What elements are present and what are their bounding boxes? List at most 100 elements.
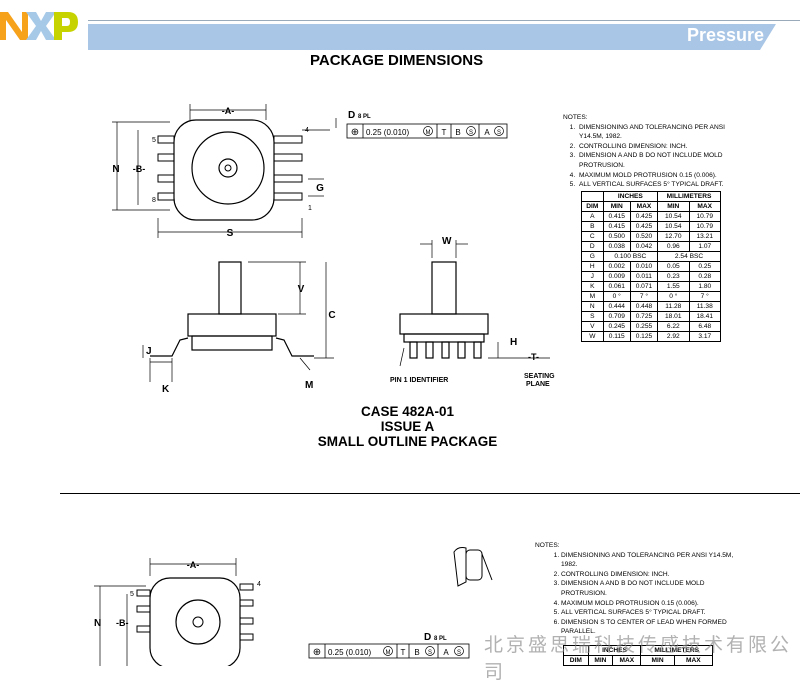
table-cell: J xyxy=(581,271,604,282)
table-cell: 0.245 xyxy=(602,321,631,332)
table-cell: 0.415 xyxy=(602,211,631,222)
tolerance-frame xyxy=(308,643,470,659)
issue-label: ISSUE A xyxy=(380,419,435,434)
watermark: 北京盛思瑞科技传感技术有限公司 xyxy=(484,634,793,683)
col-max-mm: MAX xyxy=(673,655,714,666)
tolerance-frame xyxy=(346,123,508,139)
package-body xyxy=(149,577,241,666)
package-drawing-bottom: -A- N -B- 4 5 D 8 PL ⊕ 0.25 (0.010) M T … xyxy=(94,547,493,666)
table-cell: 12.70 xyxy=(657,231,690,242)
port-hole xyxy=(192,616,204,628)
table-cell: H xyxy=(581,261,604,272)
table-cell: 0.061 xyxy=(602,281,631,292)
table-cell: 0.115 xyxy=(602,331,631,342)
datum-b: B xyxy=(414,648,419,657)
seating-plane-label-1: SEATING xyxy=(524,373,555,380)
table-cell: 0.100 BSC xyxy=(602,251,659,262)
table-cell: 6.22 xyxy=(657,321,690,332)
seating-plane-label-2: PLANE xyxy=(526,381,550,388)
dim-d-label: D xyxy=(424,632,431,643)
lead-group-right xyxy=(273,135,303,201)
table-cell: 0.010 xyxy=(629,261,659,272)
note-item: MAXIMUM MOLD PROTRUSION 0.15 (0.006). xyxy=(577,171,743,181)
end-view xyxy=(399,261,489,359)
note-item: DIMENSIONING AND TOLERANCING PER ANSI Y1… xyxy=(561,551,735,570)
table-cell: 0.009 xyxy=(602,271,631,282)
dim-w-label: W xyxy=(442,236,452,247)
table-corner xyxy=(581,191,604,202)
package-drawing-top: -A- N -B- S G 5 8 4 1 D 8 PL ⊕ 0.25 (0.0… xyxy=(112,104,555,395)
table-cell: W xyxy=(581,331,604,342)
table-cell: 0.23 xyxy=(657,271,690,282)
rfs-modifier-1: S xyxy=(469,130,473,136)
dim-m-label: M xyxy=(305,380,313,391)
table-cell: 10.79 xyxy=(688,221,721,232)
table-cell: 0 ° xyxy=(657,291,690,302)
table-cell: 0 ° xyxy=(602,291,631,302)
side-view xyxy=(150,261,314,357)
port-outer-circle xyxy=(191,131,265,205)
datum-a: A xyxy=(484,128,490,137)
table-cell: 11.28 xyxy=(657,301,690,312)
table-cell: 0.002 xyxy=(602,261,631,272)
table-cell: 0.425 xyxy=(629,211,659,222)
notes-heading: NOTES: xyxy=(563,114,588,121)
pin-8-label: 8 xyxy=(152,197,156,204)
notes-heading: NOTES: xyxy=(535,542,560,549)
end-dimension-lines xyxy=(399,240,550,367)
header-millimeters: MILLIMETERS xyxy=(657,191,721,202)
dim-h-label: H xyxy=(510,337,517,348)
datum-a: A xyxy=(443,648,449,657)
table-cell: V xyxy=(581,321,604,332)
rfs-modifier-2: S xyxy=(457,650,461,656)
note-item: CONTROLLING DIMENSION: INCH. xyxy=(561,570,735,580)
tolerance-value: 0.25 (0.010) xyxy=(366,128,409,137)
lead-group-left xyxy=(157,135,175,201)
col-max-in: MAX xyxy=(612,655,642,666)
table-cell: 0.28 xyxy=(688,271,721,282)
table-cell: 2.92 xyxy=(657,331,690,342)
section-label: Pressure xyxy=(686,25,764,45)
port-outer-circle xyxy=(175,599,221,645)
dim-a-label: -A- xyxy=(187,560,200,570)
dim-d-label: D xyxy=(348,110,355,121)
table-cell: 0.425 xyxy=(629,221,659,232)
page-title: PACKAGE DIMENSIONS xyxy=(310,52,484,69)
rfs-modifier-2: S xyxy=(497,130,501,136)
table-cell: D xyxy=(581,241,604,252)
pin-5-label: 5 xyxy=(130,591,134,598)
note-item: DIMENSION A AND B DO NOT INCLUDE MOLD PR… xyxy=(577,151,743,170)
table-cell: 0.444 xyxy=(602,301,631,312)
dim-k-label: K xyxy=(162,384,170,395)
col-max-in: MAX xyxy=(629,201,659,212)
table-cell: 1.55 xyxy=(657,281,690,292)
table-cell: K xyxy=(581,281,604,292)
table-cell: B xyxy=(581,221,604,232)
package-body xyxy=(173,119,275,221)
table-cell: A xyxy=(581,211,604,222)
table-cell: 7 ° xyxy=(629,291,659,302)
port-inner-circle xyxy=(218,158,238,178)
datum-t: T xyxy=(442,128,447,137)
table-cell: 0.25 xyxy=(688,261,721,272)
pressure-banner xyxy=(88,24,776,50)
section-divider xyxy=(60,493,800,494)
note-item: DIMENSIONING AND TOLERANCING PER ANSI Y1… xyxy=(577,123,743,142)
table-cell: 6.48 xyxy=(688,321,721,332)
dimensions-table: INCHES MILLIMETERS DIM MIN MAX MIN MAX A… xyxy=(581,191,721,342)
table-cell: 0.125 xyxy=(629,331,659,342)
table-cell: 11.38 xyxy=(688,301,721,312)
table-cell: 0.520 xyxy=(629,231,659,242)
col-min-in: MIN xyxy=(602,201,631,212)
